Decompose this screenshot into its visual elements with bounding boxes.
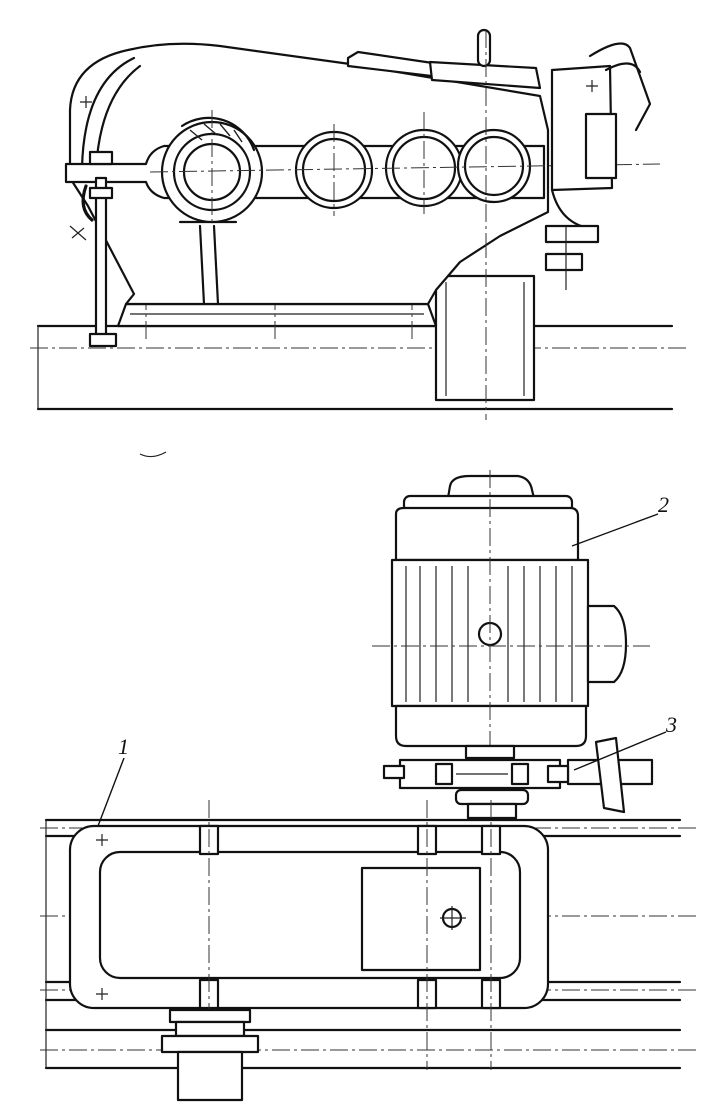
cooling-fins — [405, 566, 573, 702]
callout-1: 1 — [97, 734, 129, 827]
output-bearing — [456, 128, 532, 204]
side-elevation-view — [30, 28, 690, 420]
anchor-bolt — [69, 150, 118, 348]
gearbox-plan — [68, 800, 550, 1100]
bearing-bores — [149, 30, 661, 246]
svg-text:1: 1 — [118, 734, 129, 759]
output-shaft — [160, 1008, 260, 1102]
callout-3: 3 — [573, 712, 677, 771]
stray-mark — [139, 451, 167, 458]
coupling — [382, 736, 654, 820]
motor-side-end — [544, 42, 652, 290]
motor-pedestal — [434, 240, 536, 420]
svg-text:3: 3 — [665, 712, 677, 737]
plan-view — [40, 470, 700, 1102]
callout-2: 2 — [571, 492, 669, 547]
motor — [372, 470, 650, 790]
svg-text:2: 2 — [658, 492, 669, 517]
foundation-beam — [30, 324, 690, 411]
